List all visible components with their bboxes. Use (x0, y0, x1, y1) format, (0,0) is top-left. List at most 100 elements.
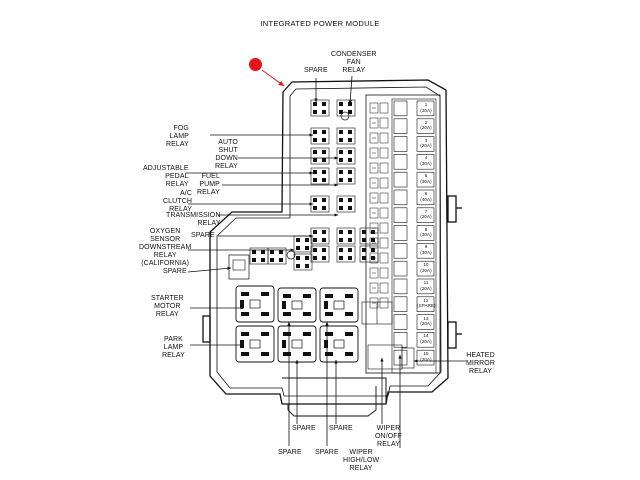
fuse-slot (416, 260, 435, 277)
fuse-label: 12 (SPARE) (417, 297, 436, 309)
relay-pin (348, 138, 352, 142)
fuse-label: 1 (20A) (420, 102, 432, 113)
relay-pin (313, 138, 317, 142)
relay-pin (322, 256, 326, 260)
relay-pin (322, 238, 326, 242)
relay-pin (348, 248, 352, 252)
label-spare-mid: SPARE (191, 232, 215, 239)
starter-motor-relay (235, 285, 275, 323)
fuse-slot (416, 278, 435, 295)
fuse-slot (393, 225, 408, 241)
relay-pin (296, 238, 300, 242)
mini-fuse (379, 102, 389, 114)
relay-terminal (303, 294, 311, 298)
relay-pin (348, 170, 352, 174)
fuse-slot (416, 154, 435, 170)
mini-fuse (379, 297, 389, 309)
fuse-slot (393, 136, 408, 152)
mini-fuse (379, 237, 389, 249)
relay-pin (348, 150, 352, 154)
fuse-slot (393, 243, 408, 259)
park-lamp-relay (235, 325, 275, 363)
fuse-slot (393, 260, 408, 277)
diagram-title: INTEGRATED POWER MODULE (260, 19, 380, 28)
small-relay (293, 253, 313, 271)
fuse-slot (393, 296, 408, 312)
relay-pin (313, 178, 317, 182)
relay-pin (296, 264, 300, 268)
label-wiper-on-off-relay: WIPER ON/OFF RELAY (375, 425, 403, 448)
mini-fuse (369, 162, 379, 174)
relay-terminal (283, 352, 291, 356)
relay-terminal (345, 332, 353, 336)
label-fog-lamp-relay: FOG LAMP RELAY (166, 125, 189, 148)
fuse-label: 13 (20A) (420, 315, 432, 327)
mini-fuse (379, 117, 389, 129)
relay-pin (305, 264, 309, 268)
relay-pin (296, 246, 300, 250)
spare-slot (228, 254, 250, 280)
relay-pin (371, 238, 375, 242)
relay-pin (313, 238, 317, 242)
mini-fuse (369, 267, 379, 279)
relay-pin (339, 230, 343, 234)
fuse-slot (393, 278, 408, 295)
mini-fuse (379, 147, 389, 159)
relay-pin (348, 178, 352, 182)
mini-fuse (379, 222, 389, 234)
relay-terminal (345, 352, 353, 356)
relay-terminal (241, 312, 249, 316)
relay-pin (261, 250, 265, 254)
relay-pin (339, 150, 343, 154)
relay-pin (313, 102, 317, 106)
relay-core (291, 300, 303, 310)
fuse-label: 2 (20A) (420, 119, 432, 131)
fuse-label: 3 (20A) (420, 137, 432, 149)
relay-pin (348, 110, 352, 114)
small-relay (310, 99, 330, 117)
relay-pin (322, 102, 326, 106)
fuse-slot (416, 100, 435, 117)
fuse-slot (416, 171, 435, 188)
relay-pin (339, 178, 343, 182)
leader-lines (186, 75, 466, 448)
relay-pin (313, 150, 317, 154)
fuse-slot (416, 243, 435, 259)
red-marker-dot (249, 58, 262, 71)
fuse-label: 5 (30A) (420, 173, 432, 184)
relay-terminal (325, 332, 333, 336)
label-spare-bottom-3: SPARE (329, 425, 353, 432)
fuse-slot (416, 136, 435, 152)
mini-fuse (379, 177, 389, 189)
fuse-slot (393, 349, 408, 366)
relay-pin (339, 138, 343, 142)
relay-pin (348, 130, 352, 134)
relay-terminal (324, 301, 328, 309)
relay-pin (348, 206, 352, 210)
relay-pin (339, 206, 343, 210)
relay-pin (313, 230, 317, 234)
small-relay (336, 227, 356, 245)
label-heated-mirror-relay: HEATED MIRROR RELAY (466, 352, 495, 375)
mini-fuse (369, 117, 379, 129)
relay-pin (252, 258, 256, 262)
small-relay (359, 245, 379, 263)
fuse-label: 15 (20A) (420, 351, 432, 362)
label-adjustable-pedal-relay: ADJUSTABLE PEDAL RELAY (143, 165, 189, 188)
mini-fuse (379, 267, 389, 279)
fuse-slot (393, 314, 408, 330)
relay-pin (371, 230, 375, 234)
fuse-slot (393, 332, 408, 348)
mini-fuse (379, 192, 389, 204)
relay-pin (339, 238, 343, 242)
relay-pin (261, 258, 265, 262)
mini-fuse (369, 102, 379, 114)
relay-pin (339, 198, 343, 202)
small-relay (336, 147, 356, 165)
fuse-label: 8 (30A) (420, 226, 432, 238)
relay-terminal (241, 292, 249, 296)
relay-pin (339, 158, 343, 162)
label-spare-top: SPARE (304, 67, 328, 74)
mini-fuse (369, 132, 379, 144)
mini-fuse (379, 162, 389, 174)
